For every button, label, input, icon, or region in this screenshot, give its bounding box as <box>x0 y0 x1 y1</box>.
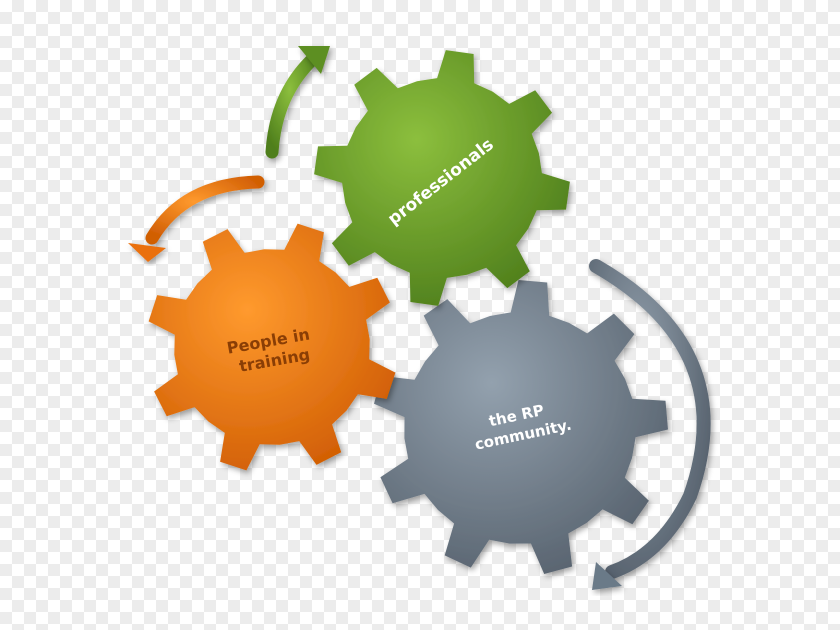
green-arrow <box>265 49 323 159</box>
gray-arrow-head <box>592 562 622 590</box>
gear-professionals <box>314 50 570 306</box>
gear-people-in-training <box>148 223 396 471</box>
green-arrow-head <box>298 46 330 74</box>
gear-rp-community <box>374 280 668 574</box>
gray-arrow <box>589 259 711 579</box>
orange-arrow <box>145 175 265 245</box>
orange-arrow-head <box>128 243 166 262</box>
